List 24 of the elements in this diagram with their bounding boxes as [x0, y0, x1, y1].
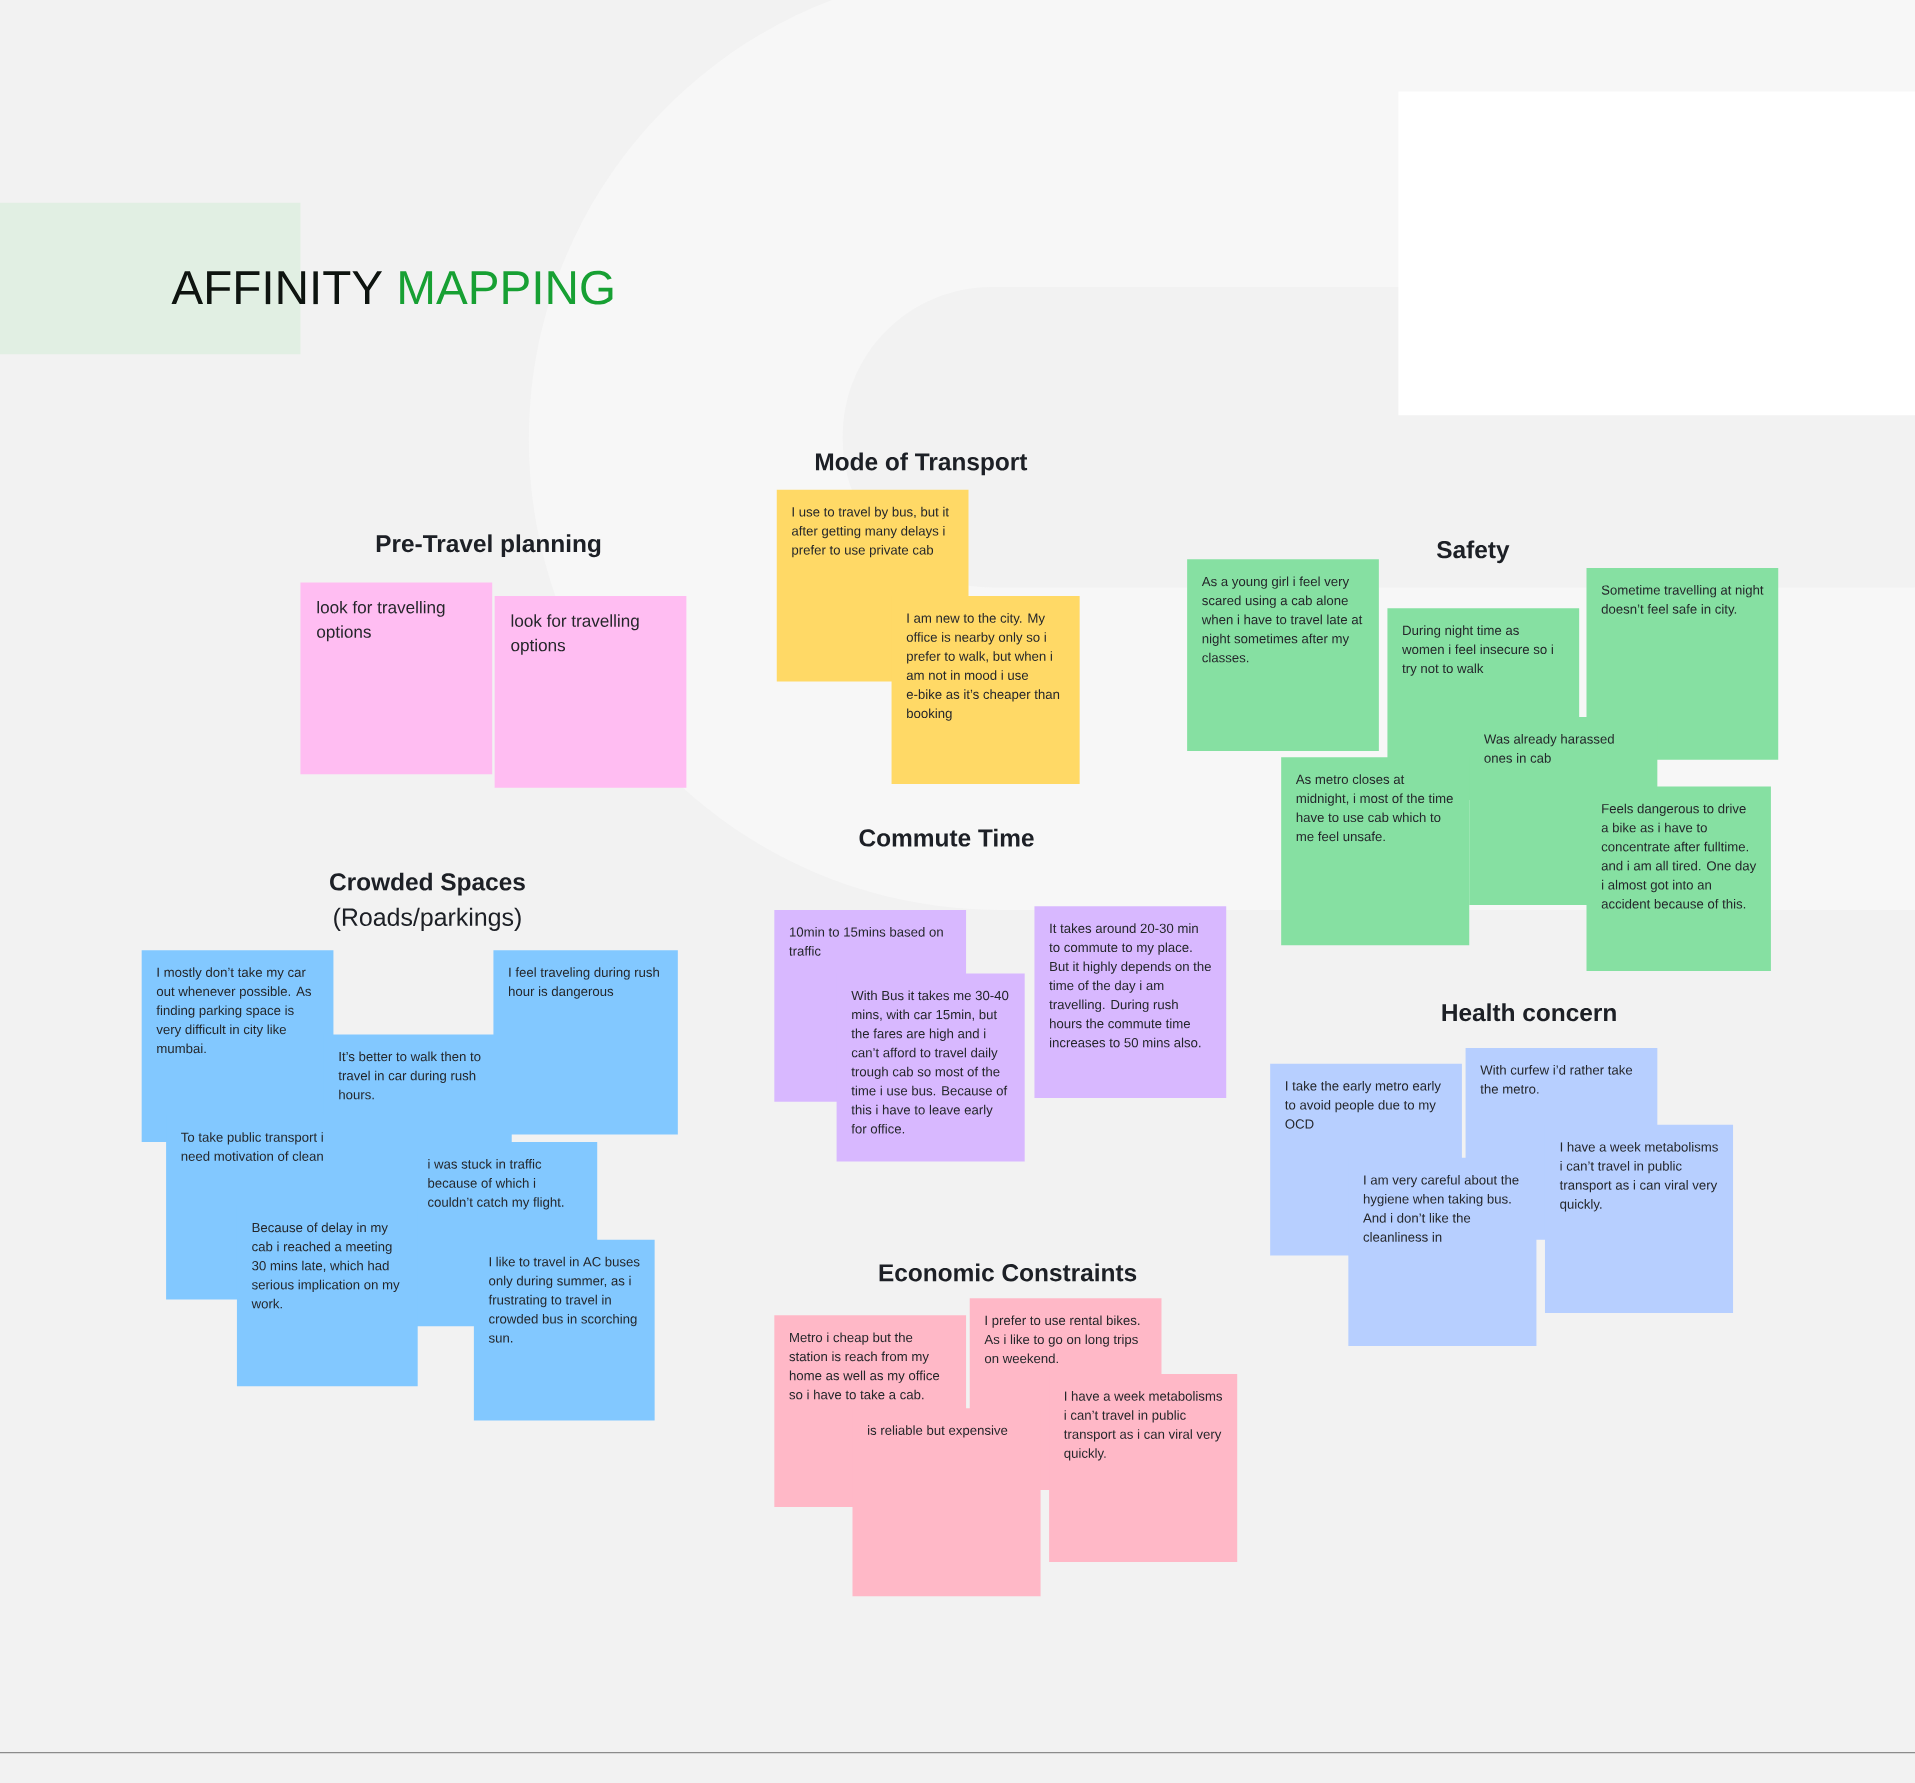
sticky-note: I like to travel in AC buses only during summer, as i frustrating to travel in crowded bus in scorching sun.: [473, 1239, 655, 1421]
cluster-heading: Mode of Transport: [816, 452, 1028, 476]
sticky-note: I have a week metabolisms i can’t travel in public transport as i can viral very quickly.: [1544, 1124, 1734, 1313]
sticky-note: is reliable but expensive: [852, 1408, 1041, 1597]
cluster-heading: Commute Time: [859, 828, 1034, 847]
sticky-note: I am new to the city. My office is nearby only so i prefer to walk, but when i am not in mood i use e-bike as it’s cheaper than booking: [891, 595, 1080, 785]
sticky-note: It takes around 20-30 min to commute to my place. But it highly depends on the time of the day i am travelling. During rush hours the commute time increases to 50 mins also.: [1034, 906, 1227, 1098]
sticky-note: Because of delay in my cab i reached a meeting 30 mins late, which had serious implication on my work.: [236, 1205, 418, 1387]
sticky-note: With Bus it takes me 30-40 mins, with car 15min, but the fares are high and i can’t afford to travel daily trough cab so most of the time i use bus. Because of this i have to leave early for office.: [836, 973, 1025, 1162]
sticky-note: Feels dangerous to drive a bike as i have to concentrate after fulltime. and i am all tired. One day i almost got into an accident because of this.: [1586, 786, 1771, 971]
cluster-heading: Health concern: [1442, 1003, 1616, 1022]
sticky-note: look for travelling options: [300, 582, 493, 775]
cluster-heading: Crowded Spaces: [330, 872, 525, 896]
sticky-note: As metro closes at midnight, i most of the time have to use cab which to me feel unsafe.: [1281, 757, 1470, 946]
cluster-heading: Safety: [1436, 540, 1510, 564]
sticky-note: As a young girl i feel very scared using a cab alone when i have to travel late at night sometimes after my classes.: [1187, 559, 1379, 752]
cluster-heading: Economic Constraints: [879, 1263, 1137, 1282]
sticky-note: I feel traveling during rush hour is dangerous: [493, 950, 678, 1135]
title: AFFINITY MAPPING: [171, 270, 613, 305]
sticky-note: I have a week metabolisms i can’t travel in public transport as i can viral very quickly.: [1049, 1373, 1238, 1563]
cluster-subheading: (Roads/parkings): [334, 907, 521, 931]
cluster-heading: Pre-Travel planning: [376, 534, 601, 558]
sticky-note: I am very careful about the hygiene when taking bus. And i don’t like the cleanliness in: [1348, 1157, 1537, 1346]
sticky-note: look for travelling options: [494, 595, 687, 788]
